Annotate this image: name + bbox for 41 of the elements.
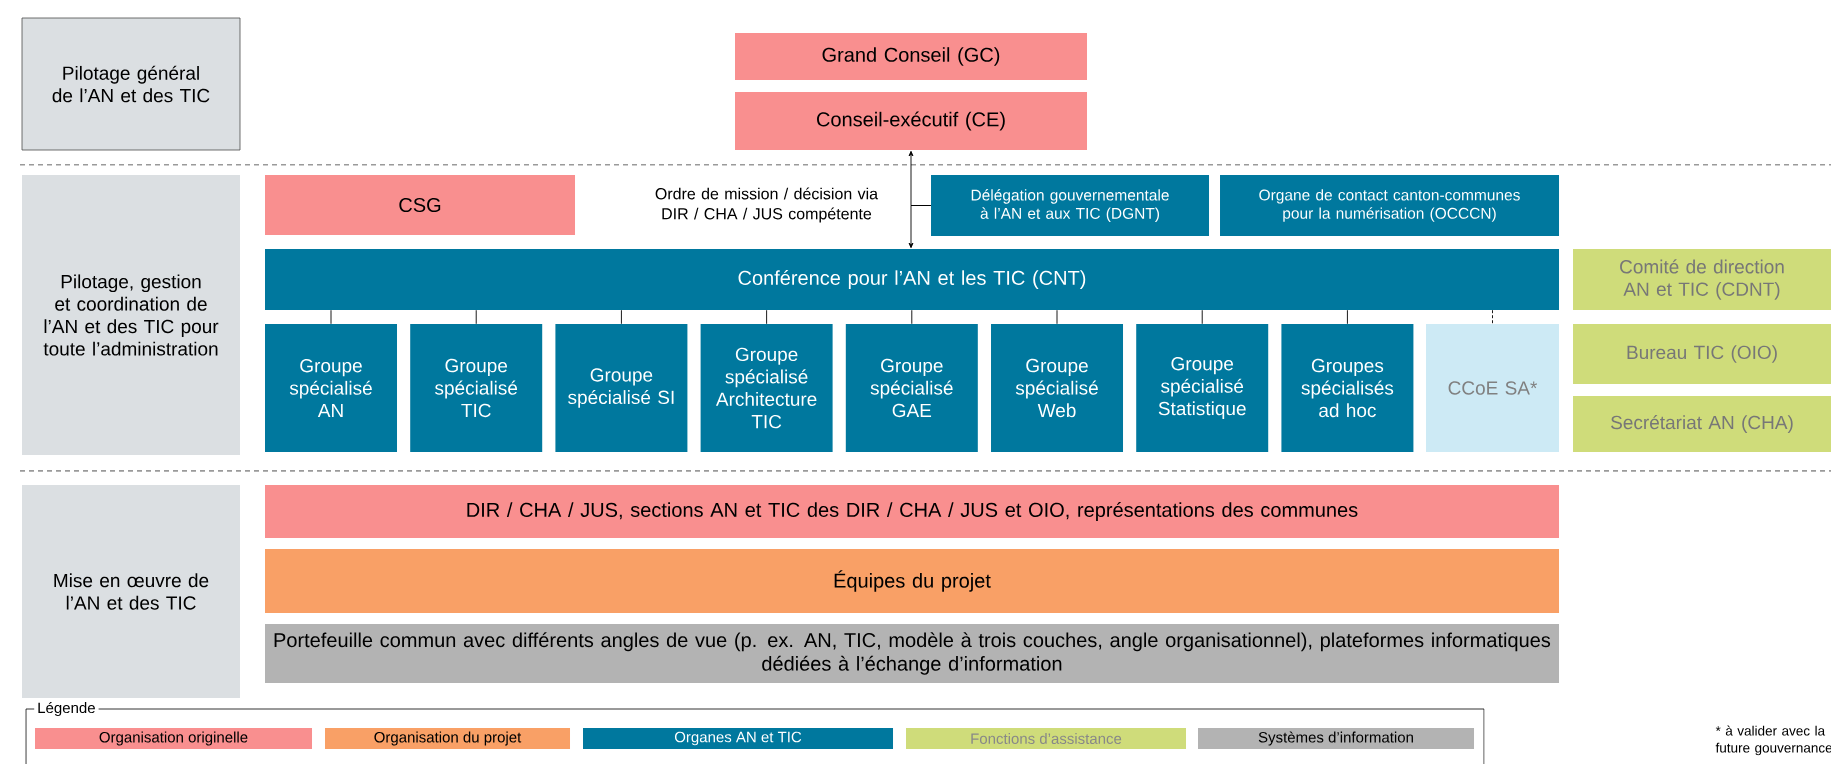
organ-box: Grand Conseil (GC) (735, 33, 1087, 80)
organ-box: Conférence pour l’AN et les TIC (CNT) (265, 249, 1559, 310)
group-box: CCoE SA* (1426, 324, 1559, 452)
group-box: Groupe spécialisé Architecture TIC (700, 324, 833, 452)
level-label-box: Pilotage général de l’AN et des TIC (21, 17, 241, 151)
organ-box: Délégation gouvernementale à l’AN et aux TIC (DGNT) (931, 175, 1209, 236)
group-box: Groupe spécialisé Web (991, 324, 1123, 452)
organ-box: Organe de contact canton-communes pour la numérisation (OCCCN) (1220, 175, 1559, 236)
level-label-box: Mise en œuvre de l’AN et des TIC (22, 485, 240, 698)
support-box: Comité de direction AN et TIC (CDNT) (1573, 249, 1831, 310)
organ-box: Conseil-exécutif (CE) (735, 92, 1087, 150)
support-box: Bureau TIC (OIO) (1573, 324, 1831, 384)
legend-item: Organisation originelle (35, 728, 312, 749)
group-box: Groupes spécialisés ad hoc (1281, 324, 1414, 452)
legend-title: Légende (34, 700, 99, 718)
connector (1201, 309, 1203, 325)
level-label-box: Pilotage, gestion et coordination de l’AN et des TIC pour toute l’administration (22, 175, 240, 455)
connector (330, 309, 332, 325)
edge-label: Ordre de mission / décision via DIR / CHA / JUS compétente (655, 187, 879, 223)
group-box: Groupe spécialisé GAE (845, 324, 978, 452)
organ-box: CSG (265, 175, 575, 235)
organ-box: DIR / CHA / JUS, sections AN et TIC des DIR / CHA / JUS et OIO, représentations des communes (265, 485, 1559, 538)
legend-item: Organisation du projet (325, 728, 570, 749)
connector (1492, 309, 1493, 325)
connector (908, 205, 932, 249)
group-box: Groupe spécialisé AN (265, 324, 397, 452)
connector (475, 309, 477, 325)
connector (766, 309, 768, 325)
group-box: Groupe spécialisé TIC (410, 324, 543, 452)
support-box: Secrétariat AN (CHA) (1573, 396, 1831, 452)
connector (1056, 309, 1058, 325)
legend-item: Organes AN et TIC (583, 728, 893, 749)
connector (620, 309, 622, 325)
connector (911, 309, 913, 325)
project-box: Équipes du projet (265, 549, 1559, 613)
portfolio-box: Portefeuille commun avec différents angles de vue (p. ex. AN, TIC, modèle à trois couches, angle organisationnel), plateformes informatiques dédiées à l’échange d’information (265, 624, 1559, 683)
legend-item: Fonctions d’assistance (906, 728, 1186, 749)
group-box: Groupe spécialisé SI (555, 324, 688, 452)
connector (1346, 309, 1348, 325)
legend-item: Systèmes d’information (1198, 728, 1474, 749)
group-box: Groupe spécialisé Statistique (1136, 324, 1269, 452)
